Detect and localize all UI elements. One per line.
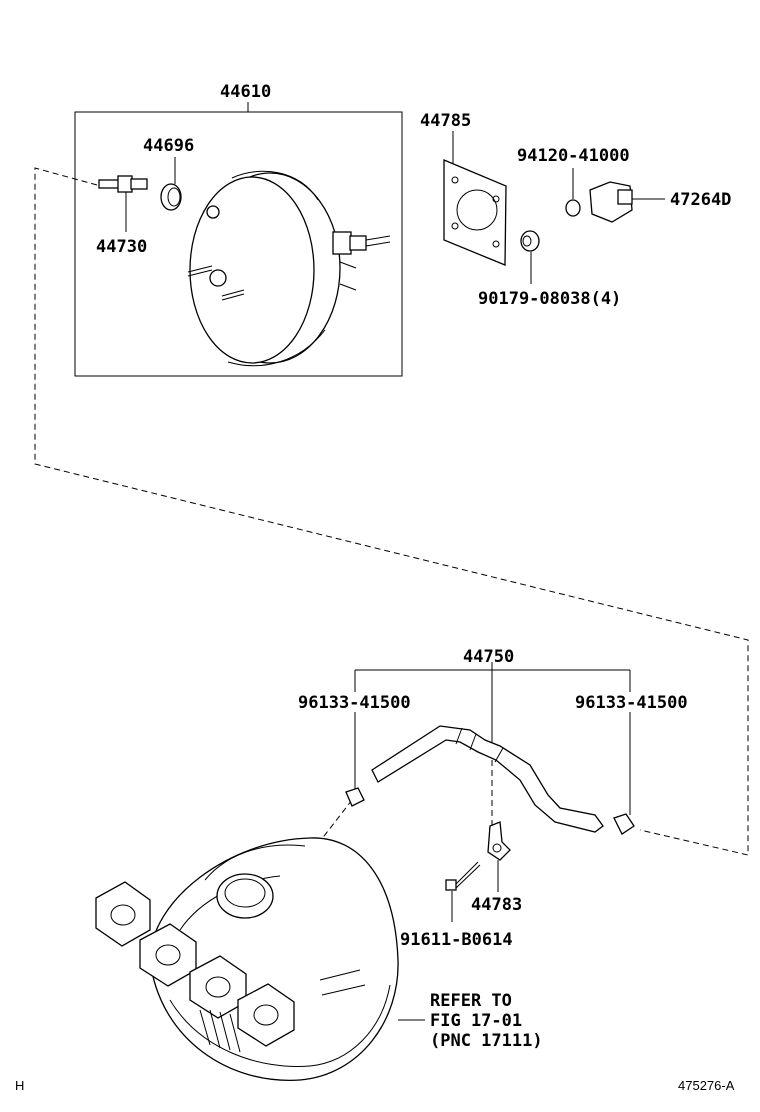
corner-mark: H <box>15 1078 24 1093</box>
label-44730: 44730 <box>96 237 147 257</box>
clip-left-group: 96133-41500 <box>298 693 411 807</box>
label-90179-08038: 90179-08038(4) <box>478 289 621 309</box>
label-96133-41500-right: 96133-41500 <box>575 693 688 713</box>
label-44696: 44696 <box>143 136 194 156</box>
label-44750: 44750 <box>463 647 514 667</box>
booster-group-box <box>74 111 403 377</box>
bracket-group: 44783 <box>471 821 522 915</box>
sensor-group: 47264D <box>589 181 731 223</box>
bolt-group: 91611-B0614 <box>400 861 513 950</box>
clip-right-group: 96133-41500 <box>575 693 688 835</box>
check-valve-part <box>98 175 148 232</box>
refer-line-2: FIG 17-01 <box>430 1011 522 1031</box>
refer-note: REFER TO FIG 17-01 (PNC 17111) <box>430 991 543 1051</box>
refer-line-3: (PNC 17111) <box>430 1031 543 1051</box>
grommet-part <box>160 157 182 211</box>
illustration-id: 475276-A <box>678 1078 735 1093</box>
gasket-group: 44785 <box>420 111 507 266</box>
label-44783: 44783 <box>471 895 522 915</box>
label-44610: 44610 <box>220 82 271 102</box>
connection-dashed-line <box>34 167 749 856</box>
label-91611-B0614: 91611-B0614 <box>400 930 513 950</box>
nut-90179-group: 90179-08038(4) <box>478 230 621 309</box>
refer-line-1: REFER TO <box>430 991 512 1011</box>
hose-group: 44750 <box>354 647 631 833</box>
intake-manifold-part <box>95 837 425 1082</box>
label-96133-41500-left: 96133-41500 <box>298 693 411 713</box>
label-47264D: 47264D <box>670 190 731 210</box>
brake-booster-part <box>187 170 391 367</box>
label-44785: 44785 <box>420 111 471 131</box>
booster-group: 44610 44696 44730 <box>74 82 403 377</box>
label-94120-41000: 94120-41000 <box>517 146 630 166</box>
nut-94120-group: 94120-41000 <box>517 146 630 217</box>
